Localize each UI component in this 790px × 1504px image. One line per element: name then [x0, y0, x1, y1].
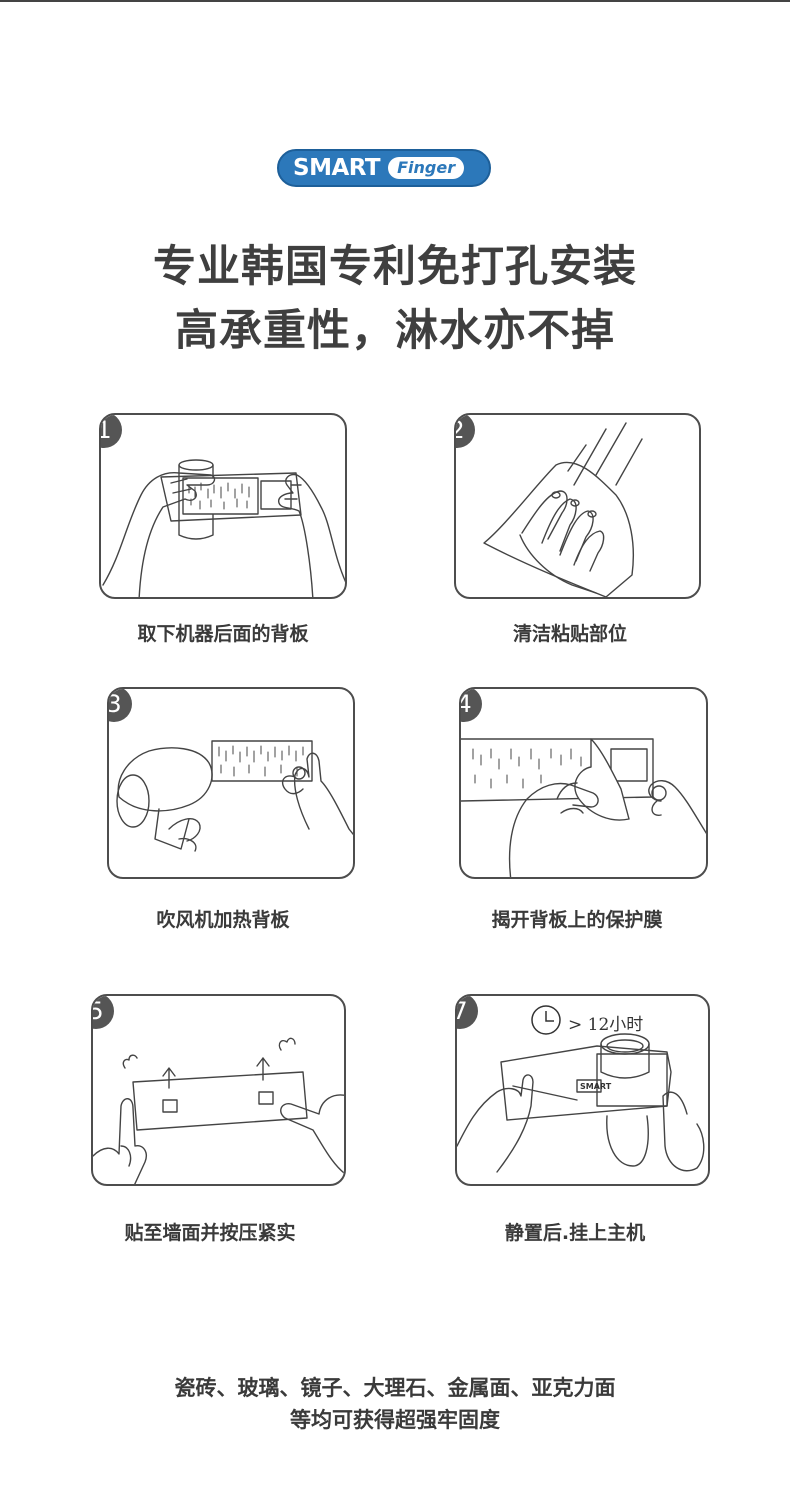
- step-4-caption: 揭开背板上的保护膜: [491, 909, 663, 931]
- step-3-illustration: 3: [107, 687, 355, 879]
- step-7-caption: 静置后.挂上主机: [504, 1222, 646, 1244]
- step-3-number: 3: [109, 689, 132, 722]
- headline-line-2: 高承重性，淋水亦不掉: [175, 306, 615, 356]
- footer-line-1: 瓷砖、玻璃、镜子、大理石、金属面、亚克力面: [174, 1376, 616, 1400]
- top-rule: [0, 0, 790, 2]
- step-2-caption: 清洁粘贴部位: [512, 623, 627, 645]
- step-1-illustration: 1: [99, 413, 347, 599]
- step-5-illustration: 5: [91, 994, 346, 1186]
- step-1-number: 1: [101, 415, 122, 448]
- step-4-number: 4: [461, 689, 482, 722]
- step-1-caption: 取下机器后面的背板: [137, 623, 309, 645]
- rest-timer: > 12小时: [530, 1004, 643, 1040]
- step-4-illustration: 4: [459, 687, 708, 879]
- headline-line-1: 专业韩国专利免打孔安装: [153, 242, 637, 292]
- clock-icon: [530, 1004, 562, 1040]
- step-5-caption: 贴至墙面并按压紧实: [124, 1222, 296, 1244]
- brand-logo: SMART Finger: [277, 149, 491, 187]
- timer-label: > 12小时: [568, 1014, 644, 1035]
- step-2-number: 2: [456, 415, 475, 448]
- logo-script: Finger: [388, 157, 465, 179]
- footer-line-2: 等均可获得超强牢固度: [290, 1408, 500, 1432]
- step-2-illustration: 2: [454, 413, 701, 599]
- device-mini-logo: SMART: [580, 1082, 612, 1091]
- step-5-number: 5: [93, 996, 114, 1029]
- step-3-caption: 吹风机加热背板: [156, 909, 290, 931]
- step-7-illustration: SMART 7: [455, 994, 710, 1186]
- logo-word: SMART: [293, 155, 381, 181]
- step-7-number: 7: [457, 996, 478, 1029]
